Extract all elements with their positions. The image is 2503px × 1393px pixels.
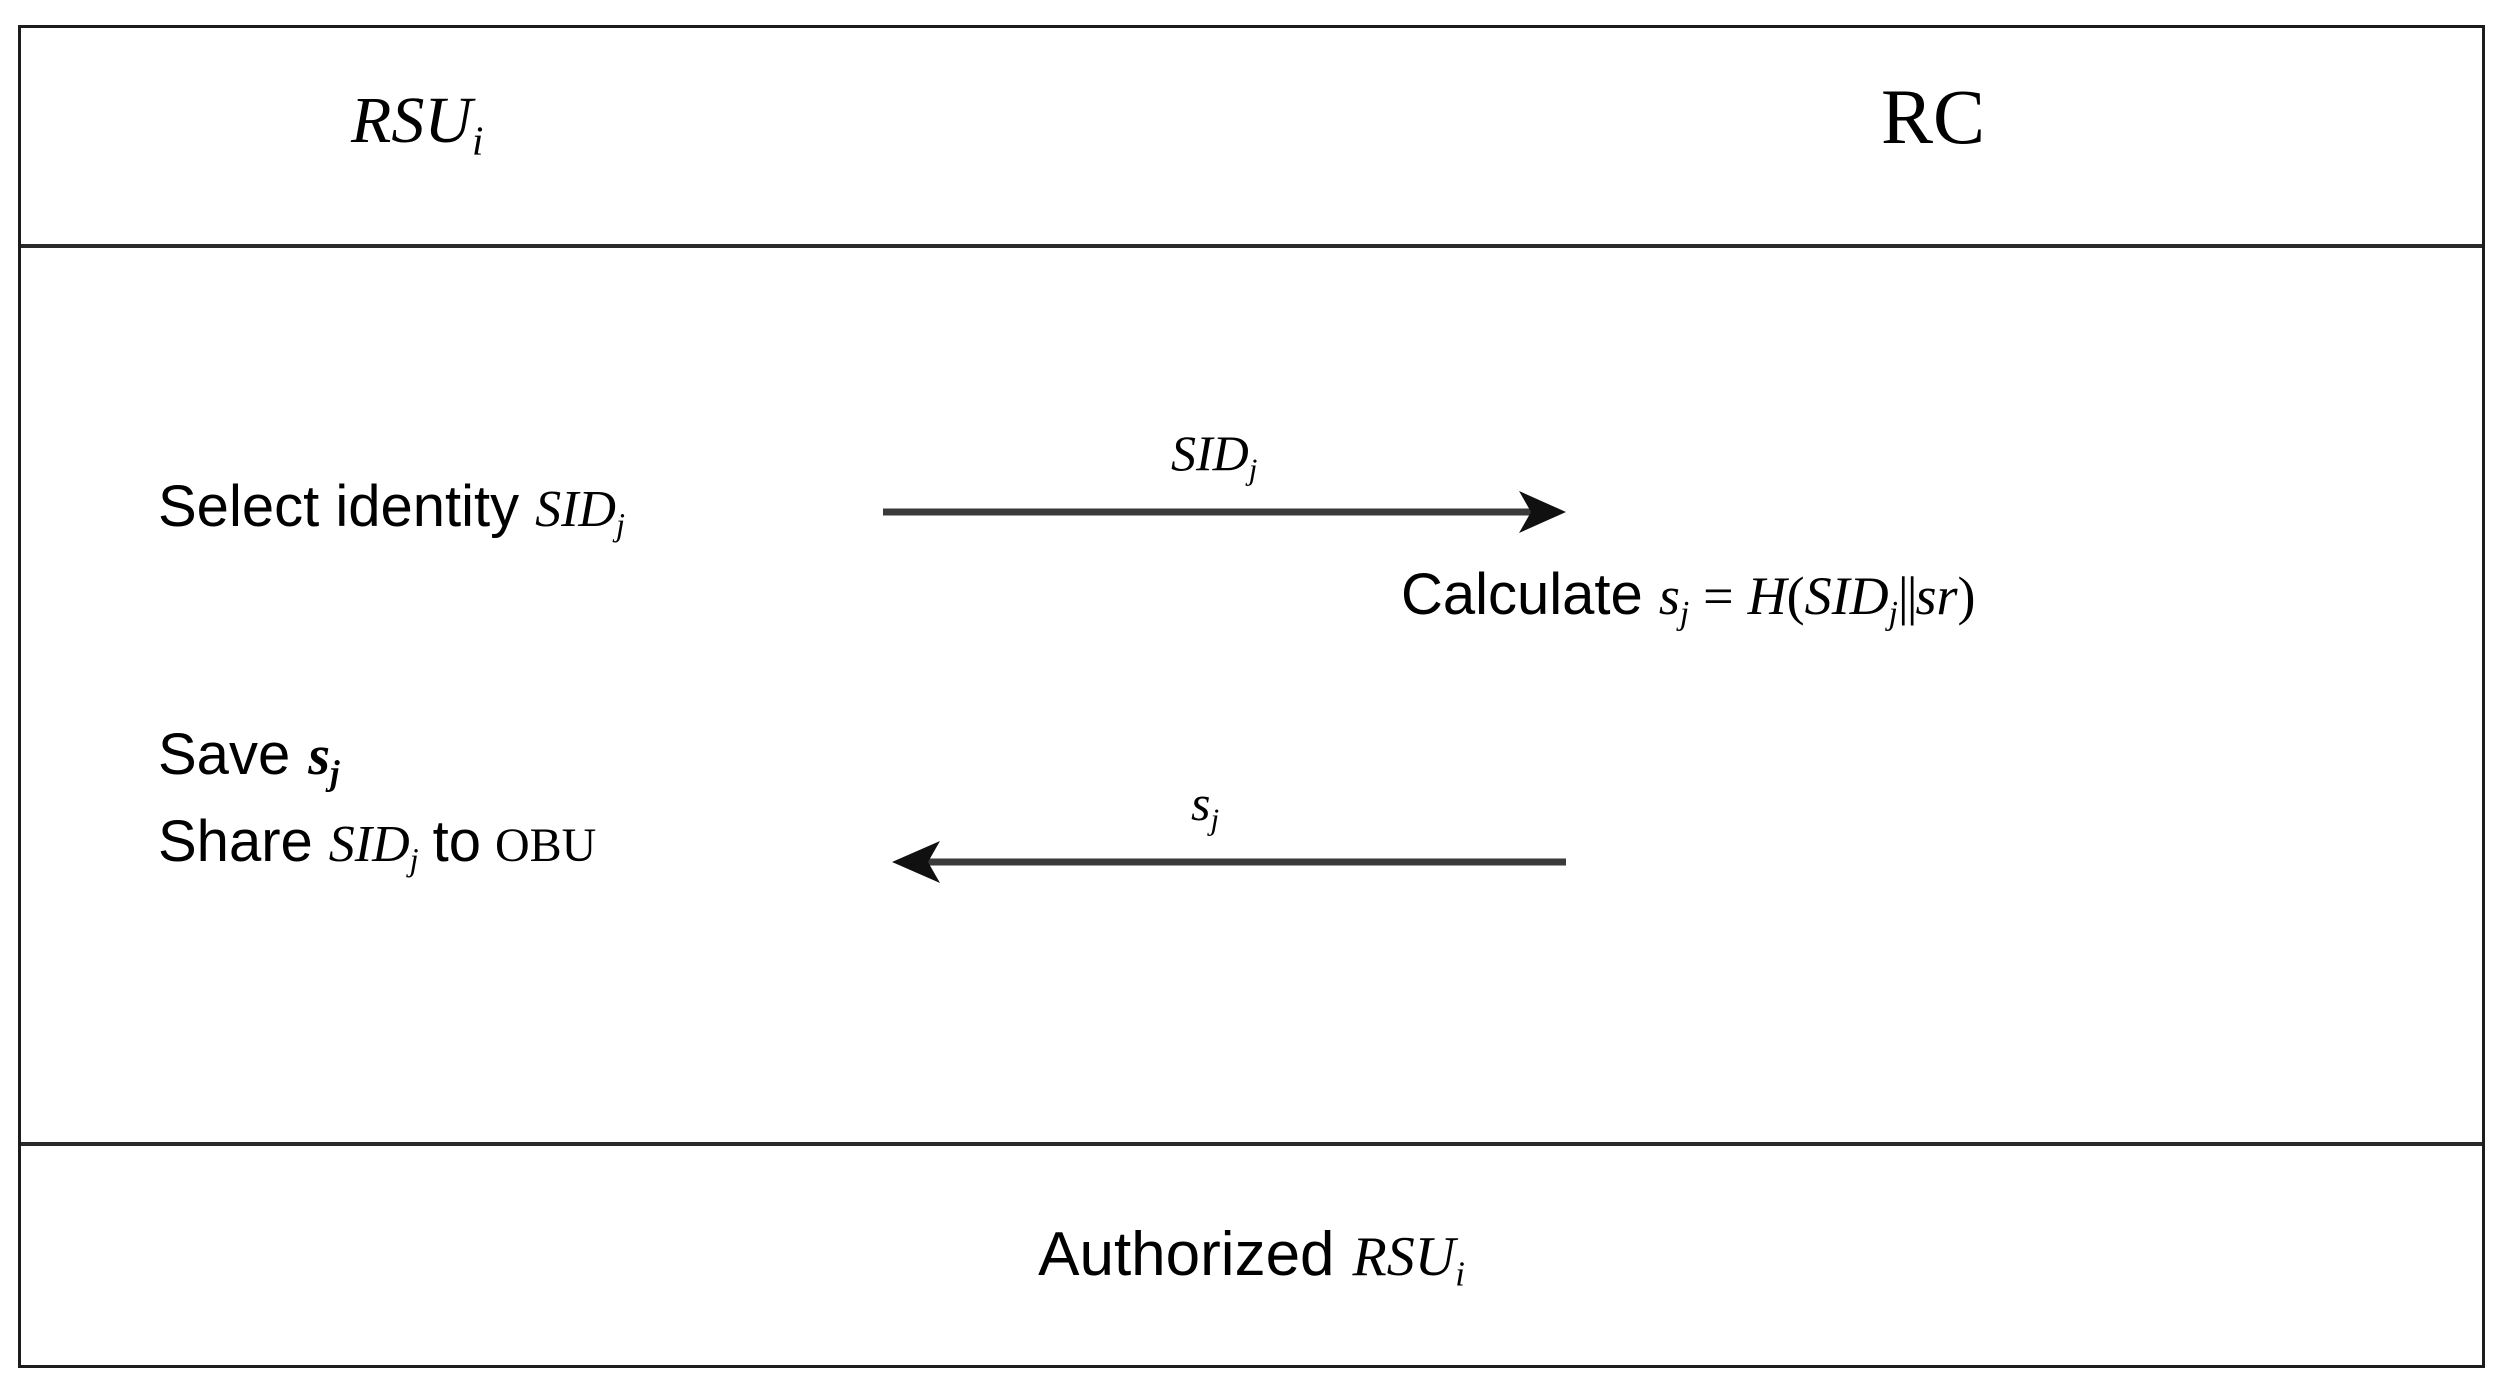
action-calculate-text: Calculate — [1401, 562, 1643, 627]
formula-hash-fn: H — [1747, 566, 1787, 626]
formula-secret-derivation: sj=H(SIDj||sr) — [1658, 566, 1976, 630]
formula-arg2: sr — [1915, 566, 1958, 626]
message-arrow-sid-label: SIDj — [1171, 425, 1257, 484]
authorized-symbol-base: RSU — [1352, 1226, 1456, 1288]
authorization-result-row: Authorized RSUi — [21, 1146, 2482, 1367]
formula-concat-operator: || — [1897, 566, 1918, 626]
authorized-symbol-rsu: RSUi — [1352, 1226, 1465, 1291]
formula-lhs-subscript: j — [1679, 595, 1690, 633]
formula-equals: = — [1703, 566, 1734, 626]
authorized-text: Authorized — [1038, 1220, 1335, 1289]
message-arrow-s-base: s — [1191, 775, 1211, 831]
message-arrow-s-subscript: j — [1210, 801, 1220, 837]
symbol-s-subscript: j — [330, 753, 340, 793]
arrow-right-icon — [883, 491, 1566, 533]
formula-open-paren: ( — [1786, 566, 1805, 626]
formula-lhs-base: s — [1658, 566, 1680, 626]
symbol-sid-j-share: SIDj — [328, 816, 419, 876]
action-share-preposition: to — [432, 809, 481, 874]
message-arrow-sid-subscript: j — [1248, 451, 1258, 487]
symbol-s-base: s — [308, 725, 330, 787]
formula-arg-subscript: j — [1888, 595, 1898, 633]
action-share-text: Share — [158, 809, 313, 874]
message-arrow-s-label: sj — [1191, 775, 1219, 834]
message-arrow-sid-base: SID — [1171, 425, 1249, 481]
arrow-left-icon — [892, 841, 1566, 883]
participant-rsu-base: RSU — [351, 84, 472, 157]
authorized-symbol-subscript: i — [1455, 1254, 1465, 1294]
participants-header-row: RSUi RC — [21, 28, 2482, 248]
action-save-text: Save — [158, 722, 291, 787]
symbol-sid-subscript: j — [615, 506, 625, 543]
symbol-sid-share-base: SID — [328, 816, 410, 873]
participant-rsu-subscript: i — [471, 118, 484, 164]
symbol-sid-share-subscript: j — [409, 841, 419, 878]
symbol-sid-base: SID — [535, 481, 616, 538]
formula-close-paren: ) — [1957, 566, 1976, 626]
action-select-identity-text: Select identity — [158, 474, 520, 539]
symbol-sid-j: SIDj — [535, 481, 625, 541]
symbol-s-j: sj — [308, 725, 339, 790]
participant-rsu-label: RSUi — [351, 88, 483, 162]
action-share-target-obu: OBU — [495, 819, 597, 872]
participant-rc-label: RC — [1881, 73, 1986, 160]
formula-arg-base: SID — [1804, 566, 1889, 626]
